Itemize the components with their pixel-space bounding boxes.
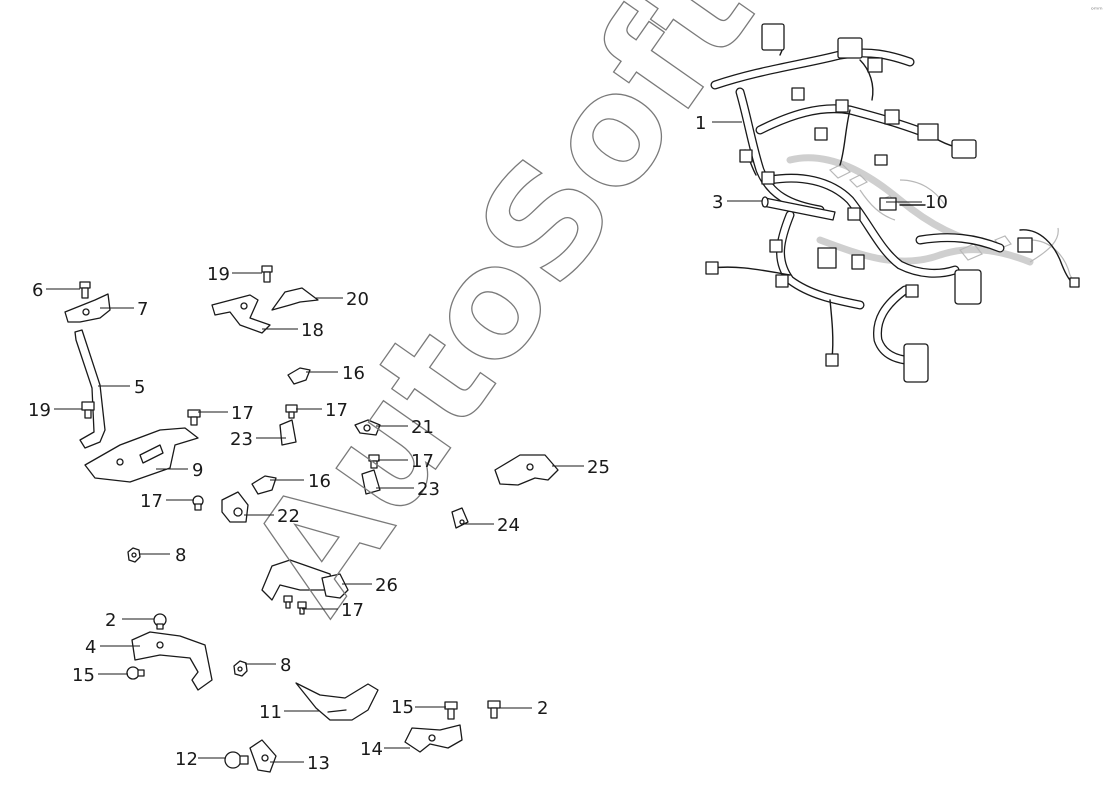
- harness-sleeve[interactable]: [761, 196, 836, 221]
- callout-label: 8: [280, 655, 291, 676]
- bolt[interactable]: [297, 601, 307, 615]
- bracket[interactable]: [64, 293, 111, 323]
- callout-label: 17: [140, 491, 163, 512]
- bracket[interactable]: [271, 287, 319, 311]
- support-bracket[interactable]: [74, 329, 106, 449]
- callout-label: 15: [391, 697, 414, 718]
- callout-label: 17: [325, 400, 348, 421]
- clip[interactable]: [451, 507, 469, 529]
- bolt[interactable]: [187, 409, 201, 426]
- callout-label: 8: [175, 545, 186, 566]
- callout-label: 10: [925, 192, 948, 213]
- bolt[interactable]: [79, 281, 91, 299]
- bolt[interactable]: [487, 700, 501, 719]
- callout-label: 2: [537, 698, 548, 719]
- callout-label: 21: [411, 417, 434, 438]
- clamp[interactable]: [354, 419, 381, 436]
- corner-mark: ᵒᵐᵐ: [1091, 6, 1103, 14]
- bolt[interactable]: [126, 666, 145, 680]
- callout-label: 18: [301, 320, 324, 341]
- wiring-harness[interactable]: [705, 23, 1080, 383]
- callout-label: 9: [192, 460, 203, 481]
- bolt[interactable]: [192, 495, 204, 511]
- callout-label: 16: [342, 363, 365, 384]
- callout-label: 23: [230, 429, 253, 450]
- callout-label: 15: [72, 665, 95, 686]
- nut[interactable]: [127, 547, 141, 563]
- callout-label: 6: [32, 280, 43, 301]
- callout-label: 24: [497, 515, 520, 536]
- bracket[interactable]: [211, 294, 271, 334]
- clip[interactable]: [287, 367, 311, 385]
- callout-label: 7: [137, 299, 148, 320]
- bolt[interactable]: [285, 404, 298, 419]
- bracket[interactable]: [404, 724, 463, 753]
- callout-label: 5: [134, 377, 145, 398]
- callout-label: 2: [105, 610, 116, 631]
- callout-label: 11: [259, 702, 282, 723]
- callout-label: 13: [307, 753, 330, 774]
- bolt[interactable]: [283, 595, 293, 609]
- callout-label: 25: [587, 457, 610, 478]
- callout-label: 19: [28, 400, 51, 421]
- callout-label: 23: [417, 479, 440, 500]
- callout-label: 16: [308, 471, 331, 492]
- callout-label: 17: [341, 600, 364, 621]
- bolt[interactable]: [224, 751, 249, 769]
- bolt[interactable]: [368, 454, 380, 469]
- nut[interactable]: [233, 660, 248, 677]
- callout-label: 17: [411, 451, 434, 472]
- callout-label: 26: [375, 575, 398, 596]
- bracket[interactable]: [494, 454, 559, 486]
- bolt[interactable]: [153, 613, 167, 630]
- callout-label: 22: [277, 506, 300, 527]
- callout-label: 17: [231, 403, 254, 424]
- mounting-plate[interactable]: [84, 427, 199, 483]
- bracket-with-bushing[interactable]: [261, 559, 349, 601]
- callout-label: 19: [207, 264, 230, 285]
- bolt[interactable]: [444, 701, 458, 720]
- bracket[interactable]: [361, 469, 381, 495]
- bolt[interactable]: [81, 401, 95, 419]
- bracket[interactable]: [131, 631, 213, 691]
- callout-label: 1: [695, 113, 706, 134]
- clip[interactable]: [249, 739, 277, 773]
- harness-connectors: [705, 23, 1080, 383]
- callout-label: 14: [360, 739, 383, 760]
- callout-label: 20: [346, 289, 369, 310]
- callout-label: 3: [712, 192, 723, 213]
- bolt[interactable]: [261, 265, 273, 283]
- callout-label: 4: [85, 637, 96, 658]
- callouts: 1 3 10 6 7 19 20 18 5 16 19 17 17 23 21 …: [28, 113, 948, 774]
- clamp[interactable]: [221, 491, 249, 523]
- bracket[interactable]: [295, 682, 379, 721]
- callout-label: 12: [175, 749, 198, 770]
